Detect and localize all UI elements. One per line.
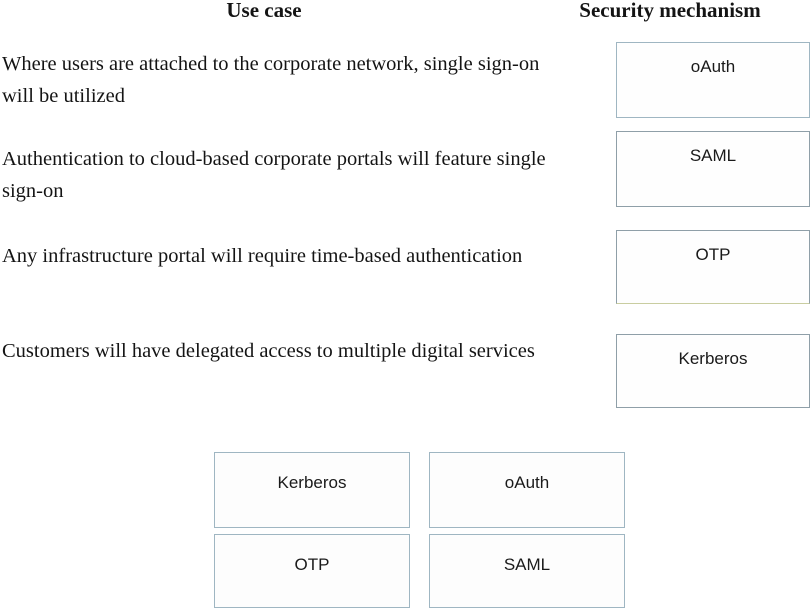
drop-target-box[interactable]: SAML bbox=[616, 131, 810, 207]
drop-target-box[interactable]: Kerberos bbox=[616, 334, 810, 408]
drop-target-box[interactable]: oAuth bbox=[616, 42, 810, 118]
use-case-statement: Any infrastructure portal will require t… bbox=[2, 245, 523, 267]
use-case-statement: Where users are attached to the corporat… bbox=[2, 53, 540, 107]
answer-option-tile[interactable]: OTP bbox=[214, 534, 410, 608]
drop-target-box[interactable]: OTP bbox=[616, 230, 810, 304]
answer-option-tile[interactable]: oAuth bbox=[429, 452, 625, 528]
column-header-security-mechanism: Security mechanism bbox=[579, 0, 761, 22]
use-case-statement: Authentication to cloud-based corporate … bbox=[2, 148, 546, 202]
answer-option-tile[interactable]: Kerberos bbox=[214, 452, 410, 528]
use-case-statement: Customers will have delegated access to … bbox=[2, 340, 535, 362]
column-header-use-case: Use case bbox=[226, 0, 302, 22]
answer-option-tile[interactable]: SAML bbox=[429, 534, 625, 608]
